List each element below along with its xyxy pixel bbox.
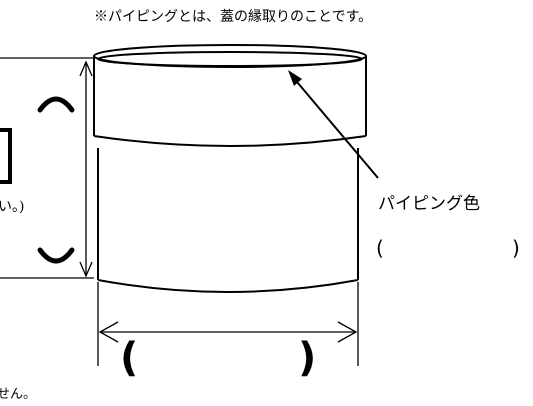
width-arrow-right <box>337 321 358 343</box>
height-arrow-bottom <box>79 261 93 278</box>
width-arrow-left <box>98 321 119 343</box>
cropped-box <box>0 128 12 184</box>
lid-top-inner-ellipse <box>97 51 363 67</box>
piping-arrow-line <box>291 75 379 179</box>
piping-color-label: パイピング色 <box>378 194 480 214</box>
piping-color-close-paren: ) <box>512 236 520 260</box>
body-bottom-edge <box>97 279 359 293</box>
bottom-text-fragment: せん。 <box>0 387 37 402</box>
lid-bottom-edge <box>93 135 367 147</box>
height-arrow-top <box>79 60 93 77</box>
piping-arrow-head <box>288 70 302 86</box>
width-open-paren: ( <box>120 335 139 381</box>
note-text: ※パイピングとは、蓋の縁取りのことです。 <box>94 9 373 25</box>
left-text-fragment: い。) <box>0 199 25 215</box>
width-close-paren: ) <box>298 335 317 381</box>
height-paren-top <box>37 96 75 113</box>
height-paren-bottom <box>37 247 75 264</box>
piping-color-open-paren: ( <box>376 236 384 260</box>
